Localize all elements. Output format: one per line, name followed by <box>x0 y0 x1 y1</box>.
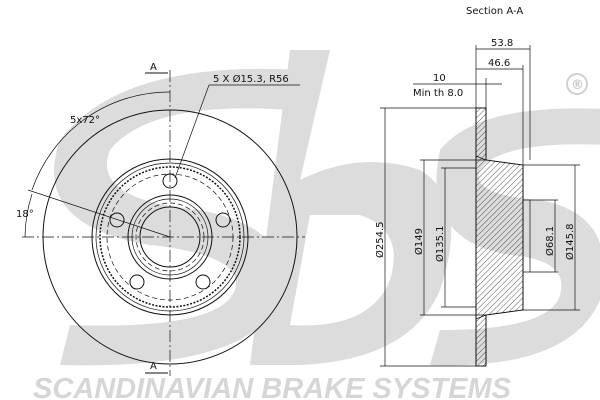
dim-diameter-outer: Ø254.5 <box>374 222 386 259</box>
section-marker-bottom: A <box>150 361 157 372</box>
hat-fillet <box>475 155 487 320</box>
watermark-tagline: SCANDINAVIAN BRAKE SYSTEMS <box>33 373 512 400</box>
bolt-holes <box>109 173 231 290</box>
dim-hat-height: 46.6 <box>488 58 510 69</box>
holes-leader <box>174 84 210 179</box>
bolt-hole <box>195 274 211 290</box>
section-view: Section A-A 53.8 46.6 10 Min th 8.0 Ø254… <box>374 6 580 367</box>
bolt-hole <box>215 212 231 228</box>
registered-mark: ® <box>571 78 584 93</box>
angle-ref-line <box>27 189 171 238</box>
dim-total-height: 53.8 <box>491 38 513 49</box>
front-view: 5 X Ø15.3, R56 5x72° 18° A A <box>16 62 305 376</box>
section-marker-top: A <box>150 62 157 73</box>
holes-label: 5 X Ø15.3, R56 <box>213 73 289 85</box>
section-title: Section A-A <box>466 6 523 17</box>
pitch-arc <box>31 91 171 191</box>
pitch-angle-label: 5x72° <box>70 115 100 126</box>
dim-diameter-68: Ø68.1 <box>544 226 556 256</box>
bolt-hole <box>109 212 125 228</box>
min-thickness-label: Min th 8.0 <box>413 88 463 99</box>
bolt-hole <box>129 274 145 290</box>
dim-thickness: 10 <box>433 73 446 84</box>
dim-diameter-149: Ø149 <box>413 228 425 255</box>
offset-arc <box>24 193 33 238</box>
offset-angle-label: 18° <box>16 209 34 220</box>
dim-diameter-145: Ø145.8 <box>564 224 576 261</box>
dim-diameter-135: Ø135.1 <box>434 226 446 263</box>
registered-mark-icon <box>566 73 588 95</box>
